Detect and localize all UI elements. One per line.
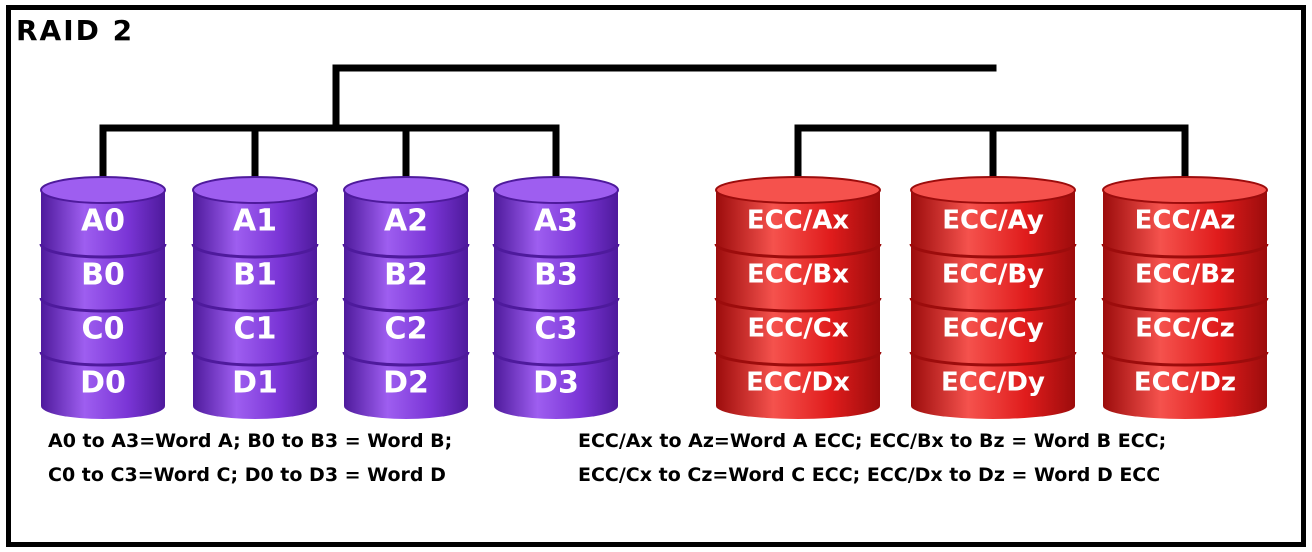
disk-top (1102, 176, 1268, 204)
disk-bottom (494, 393, 618, 419)
platter-label: B2 (384, 258, 428, 293)
platter-label: D2 (383, 366, 429, 401)
platter-label: ECC/Az (1135, 206, 1236, 236)
disk-top (910, 176, 1076, 204)
disk-body (193, 190, 317, 406)
platter-label: ECC/Cz (1135, 314, 1235, 344)
disk-body (344, 190, 468, 406)
disk-bottom (344, 393, 468, 419)
platter-label: ECC/Bz (1135, 260, 1235, 290)
platter-separator (191, 297, 319, 313)
platter-label: A2 (384, 204, 428, 239)
platter-label: A0 (81, 204, 125, 239)
platter-separator (342, 243, 470, 259)
caption-line: ECC/Ax to Az=Word A ECC; ECC/Bx to Bz = … (578, 430, 1167, 452)
platter-label: ECC/By (942, 260, 1044, 290)
disk-top (40, 176, 166, 204)
platter-separator (39, 297, 167, 313)
platter-label: C1 (234, 312, 277, 347)
platter-separator (342, 297, 470, 313)
disk-bottom (716, 393, 880, 419)
platter-separator (909, 351, 1077, 367)
platter-label: D1 (232, 366, 278, 401)
disk-body (716, 190, 880, 406)
platter-separator (1101, 351, 1269, 367)
platter-label: ECC/Ay (942, 206, 1044, 236)
bus-lines (99, 64, 1189, 197)
platter-separator (492, 297, 620, 313)
platter-label: ECC/Bx (747, 260, 849, 290)
platter-label: B1 (233, 258, 277, 293)
platter-label: D3 (533, 366, 579, 401)
disk-bottom (1103, 393, 1267, 419)
platter-separator (492, 351, 620, 367)
caption-line: ECC/Cx to Cz=Word C ECC; ECC/Dx to Dz = … (578, 464, 1161, 486)
disk-body (494, 190, 618, 406)
platter-separator (714, 243, 882, 259)
platter-label: ECC/Dy (941, 368, 1045, 398)
platter-label: B3 (534, 258, 578, 293)
disk-body (1103, 190, 1267, 406)
platter-separator (1101, 297, 1269, 313)
disk-array: A0B0C0D0A1B1C1D1A2B2C2D2A3B3C3D3ECC/AxEC… (39, 176, 1269, 419)
caption-line: A0 to A3=Word A; B0 to B3 = Word B; (48, 430, 453, 452)
disk-top (715, 176, 881, 204)
platter-label: A3 (534, 204, 578, 239)
disk-bottom (911, 393, 1075, 419)
platter-separator (714, 351, 882, 367)
disk-top (493, 176, 619, 204)
platter-separator (39, 243, 167, 259)
platter-label: ECC/Dz (1134, 368, 1236, 398)
platter-label: B0 (81, 258, 125, 293)
platter-label: ECC/Cx (747, 314, 849, 344)
platter-label: C2 (385, 312, 428, 347)
platter-label: C3 (535, 312, 578, 347)
platter-separator (1101, 243, 1269, 259)
disk-bottom (41, 393, 165, 419)
platter-label: ECC/Dx (746, 368, 850, 398)
platter-separator (342, 351, 470, 367)
platter-separator (909, 297, 1077, 313)
diagram-title: RAID 2 (16, 14, 135, 47)
platter-label: D0 (80, 366, 126, 401)
platter-label: C0 (82, 312, 125, 347)
data-disks-caption: A0 to A3=Word A; B0 to B3 = Word B; C0 t… (48, 424, 452, 492)
disk-bottom (193, 393, 317, 419)
disk-top (343, 176, 469, 204)
platter-label: ECC/Cy (942, 314, 1044, 344)
platter-separator (39, 351, 167, 367)
ecc-disks-caption: ECC/Ax to Az=Word A ECC; ECC/Bx to Bz = … (578, 424, 1166, 492)
platter-separator (492, 243, 620, 259)
disk-body (911, 190, 1075, 406)
disk-body (41, 190, 165, 406)
platter-separator (714, 297, 882, 313)
disk-top (192, 176, 318, 204)
caption-line: C0 to C3=Word C; D0 to D3 = Word D (48, 464, 446, 486)
platter-label: ECC/Ax (747, 206, 850, 236)
platter-separator (191, 243, 319, 259)
platter-separator (909, 243, 1077, 259)
platter-separator (191, 351, 319, 367)
platter-label: A1 (233, 204, 277, 239)
